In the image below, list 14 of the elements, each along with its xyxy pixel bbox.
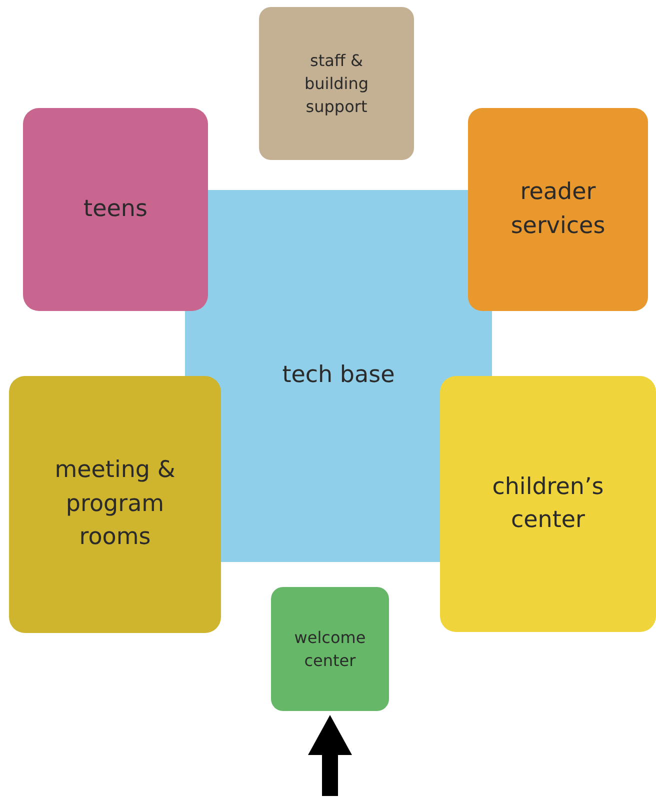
area-box (9, 376, 221, 633)
area-label: tech base (282, 361, 395, 390)
area-box (259, 7, 414, 160)
area-box (468, 108, 648, 311)
area-label: meeting & program rooms (54, 456, 176, 552)
area-label: welcome center (293, 626, 367, 672)
area-label: reader services (510, 178, 606, 240)
area-label: children’s center (491, 472, 605, 535)
area-box (271, 587, 389, 711)
area-label: teens (84, 194, 148, 224)
area-box (440, 376, 656, 632)
area-label: staff & building support (303, 50, 370, 118)
arrow (308, 715, 352, 796)
area-box (23, 108, 208, 311)
